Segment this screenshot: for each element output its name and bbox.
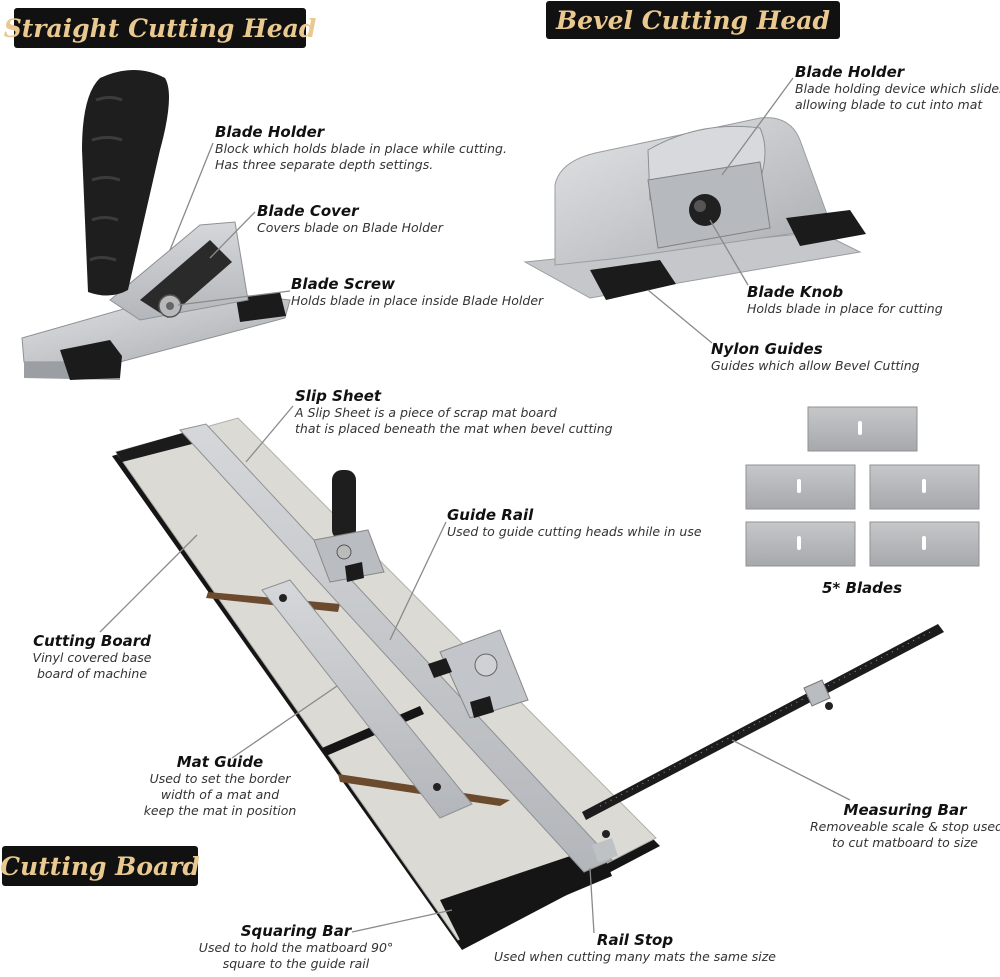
measuring-bar xyxy=(582,624,944,820)
label-desc-line: Used when cutting many mats the same siz… xyxy=(494,949,776,964)
label-mat-guide: Mat Guide Used to set the border width o… xyxy=(140,753,300,819)
label-desc-line: Blade holding device which slides, xyxy=(795,81,1000,96)
bevel-cutting-head xyxy=(523,117,866,300)
nylon-guide-right xyxy=(236,292,286,322)
label-desc-line: that is placed beneath the mat when beve… xyxy=(295,421,613,436)
label-desc-line: Holds blade in place for cutting xyxy=(747,301,943,316)
label-blade-screw: Blade Screw Holds blade in place inside … xyxy=(291,275,543,309)
label-blade-knob: Blade Knob Holds blade in place for cutt… xyxy=(747,283,943,317)
nylon-guide-left xyxy=(60,340,122,380)
label-desc-line: Used to guide cutting heads while in use xyxy=(447,524,702,539)
label-title: Slip Sheet xyxy=(295,387,382,405)
blade-4 xyxy=(745,521,856,567)
blade-3 xyxy=(869,464,980,510)
blade-1 xyxy=(807,406,918,452)
label-title: Nylon Guides xyxy=(711,340,823,358)
label-desc-line: keep the mat in position xyxy=(143,803,297,818)
label-desc-line: Used to hold the matboard 90° xyxy=(198,940,394,955)
guide-rail-shape xyxy=(179,423,613,873)
label-desc-line: A Slip Sheet is a piece of scrap mat boa… xyxy=(295,405,557,420)
banner-bevel-cutting-head: Bevel Cutting Head xyxy=(546,1,840,39)
label-title: Guide Rail xyxy=(447,506,534,524)
label-title: Blade Holder xyxy=(795,63,905,81)
leader-lines xyxy=(99,77,851,934)
label-title: Mat Guide xyxy=(176,753,264,771)
blades-group xyxy=(745,406,980,567)
rail-stop-knob xyxy=(602,830,610,838)
label-title: Blade Screw xyxy=(291,275,395,293)
label-title: Blade Cover xyxy=(257,202,359,220)
label-title: Rail Stop xyxy=(596,931,674,949)
label-desc-line: Covers blade on Blade Holder xyxy=(257,220,443,235)
label-desc-line: allowing blade to cut into mat xyxy=(795,97,983,112)
label-title: Squaring Bar xyxy=(240,922,352,940)
label-cutting-board: Cutting Board Vinyl covered base board o… xyxy=(30,632,154,682)
label-blade-holder-straight: Blade Holder Block which holds blade in … xyxy=(215,123,507,173)
label-slip-sheet: Slip Sheet A Slip Sheet is a piece of sc… xyxy=(295,387,613,437)
label-nylon-guides: Nylon Guides Guides which allow Bevel Cu… xyxy=(711,340,920,374)
label-desc-line: Holds blade in place inside Blade Holder xyxy=(291,293,544,308)
label-blades: 5* Blades xyxy=(802,579,922,597)
nylon-guide-back xyxy=(786,210,866,246)
label-title: Cutting Board xyxy=(33,632,151,650)
blade-2 xyxy=(745,464,856,510)
label-desc-line: board of machine xyxy=(36,666,148,681)
blade-knob-shape xyxy=(689,194,721,226)
label-desc-line: to cut matboard to size xyxy=(832,835,978,850)
cutting-board xyxy=(112,417,660,950)
label-desc-line: Vinyl covered base xyxy=(32,650,152,665)
label-title: Measuring Bar xyxy=(843,801,967,819)
label-rail-stop: Rail Stop Used when cutting many mats th… xyxy=(490,931,780,965)
banner-cutting-board: Cutting Board xyxy=(0,846,200,886)
squaring-bar-shape xyxy=(440,846,612,940)
label-desc-line: Block which holds blade in place while c… xyxy=(215,141,507,156)
label-title: Blade Holder xyxy=(215,123,325,141)
label-desc-line: Guides which allow Bevel Cutting xyxy=(711,358,920,373)
straight-cutting-head xyxy=(21,70,291,380)
rail-stop-shape xyxy=(592,838,618,862)
label-title: Blade Knob xyxy=(747,283,844,301)
label-measuring-bar: Measuring Bar Removeable scale & stop us… xyxy=(810,801,1000,851)
label-squaring-bar: Squaring Bar Used to hold the matboard 9… xyxy=(188,922,404,972)
banner-straight-cutting-head: Straight Cutting Head xyxy=(4,8,316,48)
handle-shape xyxy=(82,70,169,296)
label-desc-line: width of a mat and xyxy=(160,787,280,802)
label-desc-line: square to the guide rail xyxy=(222,956,370,971)
label-desc-line: Removeable scale & stop used xyxy=(810,819,1000,834)
label-desc-line: Used to set the border xyxy=(149,771,291,786)
measuring-stop-shape xyxy=(803,679,831,707)
label-desc-line: Has three separate depth settings. xyxy=(215,157,434,172)
label-blade-holder-bevel: Blade Holder Blade holding device which … xyxy=(795,63,1000,113)
label-title: 5* Blades xyxy=(821,579,903,597)
label-blade-cover: Blade Cover Covers blade on Blade Holder xyxy=(257,202,443,236)
mat-guide-shape xyxy=(261,579,473,819)
label-guide-rail: Guide Rail Used to guide cutting heads w… xyxy=(447,506,702,540)
blade-5 xyxy=(869,521,980,567)
nylon-guide-front xyxy=(590,260,676,300)
